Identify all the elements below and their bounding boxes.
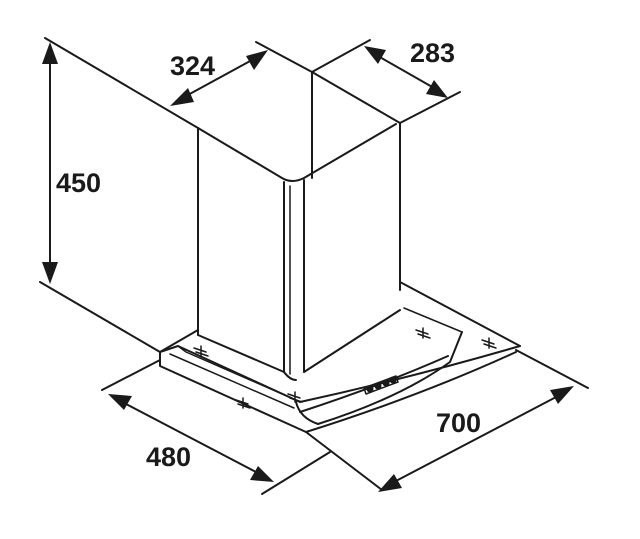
fixing-mark xyxy=(235,397,251,409)
arrow-head-480-right xyxy=(250,466,274,482)
fixing-mark xyxy=(287,391,303,403)
label-700: 700 xyxy=(436,408,481,438)
control-button xyxy=(374,382,382,390)
extension-line-700-left xyxy=(305,431,383,491)
label-450: 450 xyxy=(56,168,101,198)
control-button xyxy=(366,385,374,393)
arrow-head-700-right xyxy=(550,386,574,404)
arrow-head-324-left xyxy=(170,88,194,106)
canopy-back-left-edge xyxy=(159,329,199,353)
dimension-height: 450 xyxy=(39,37,199,353)
dimension-chimney-width: 324 xyxy=(170,41,313,106)
fixing-mark xyxy=(193,345,209,357)
label-283: 283 xyxy=(410,38,455,68)
fixing-mark xyxy=(481,337,497,349)
glass-inner-left xyxy=(177,345,297,401)
extension-line-bottom xyxy=(39,281,161,353)
dimension-chimney-depth: 283 xyxy=(311,38,461,124)
extension-line-700-right xyxy=(515,349,589,389)
dimension-line-324 xyxy=(185,59,253,97)
glass-front-curve xyxy=(295,331,463,425)
label-480: 480 xyxy=(146,442,191,472)
arrow-head-down xyxy=(42,262,58,284)
glass-inner-right xyxy=(403,307,463,333)
arrow-head-283-top xyxy=(364,46,386,64)
arrow-head-up xyxy=(42,42,58,64)
chimney xyxy=(197,71,401,381)
control-panel xyxy=(363,375,399,395)
extension-line-top xyxy=(44,37,199,129)
arrow-head-480-left xyxy=(108,394,132,410)
extension-line-283-bottom xyxy=(399,91,461,124)
dimension-line-480 xyxy=(125,403,257,473)
extension-line-324 xyxy=(255,41,313,73)
chimney-top-right-edge xyxy=(311,71,401,124)
arrow-head-283-bottom xyxy=(426,80,448,98)
control-button xyxy=(382,379,390,387)
control-button xyxy=(389,376,397,384)
arrow-head-700-left xyxy=(378,474,402,492)
chimney-bottom-right xyxy=(303,309,401,373)
label-324: 324 xyxy=(170,51,215,81)
dimension-hood-depth: 480 xyxy=(101,359,331,495)
fixing-mark xyxy=(415,327,431,339)
canopy-back-right-edge xyxy=(399,281,521,347)
chimney-top-front-edge xyxy=(197,123,397,182)
arrow-head-324-right xyxy=(246,50,268,70)
canopy-mid-line xyxy=(169,353,295,409)
extension-line-480-left xyxy=(101,359,161,391)
canopy-lower-rim xyxy=(159,351,517,433)
chimney-bottom-left xyxy=(197,334,285,373)
dimension-line-283 xyxy=(377,55,435,89)
dimension-line-700 xyxy=(393,395,559,483)
dimension-hood-width: 700 xyxy=(305,349,589,492)
extension-line-480-right xyxy=(261,451,331,495)
extension-line-283-top xyxy=(311,39,371,73)
fixing-marks xyxy=(193,327,497,409)
